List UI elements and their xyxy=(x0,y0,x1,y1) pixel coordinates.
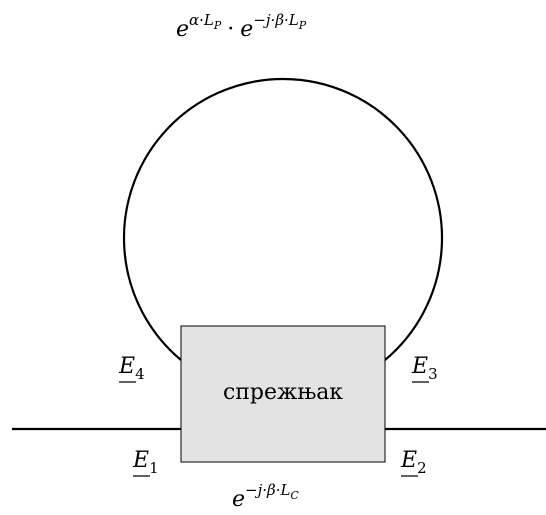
loop-label-dot: · xyxy=(227,17,234,42)
loop-label-exp2: −j·β·L xyxy=(253,11,298,29)
loop-label-sub2: P xyxy=(298,19,307,32)
port-e1-label: E1 xyxy=(132,448,159,477)
port-e4-letter: E xyxy=(118,354,135,379)
port-e2-letter: E xyxy=(400,448,417,473)
loop-arc xyxy=(122,77,444,361)
loop-label-sub1: P xyxy=(213,19,222,32)
svg-text:E4: E4 xyxy=(118,354,145,383)
svg-text:E2: E2 xyxy=(400,448,427,477)
port-e3-label: E3 xyxy=(411,354,438,383)
loop-label-e1: e xyxy=(176,17,189,42)
svg-text:E3: E3 xyxy=(411,354,438,383)
svg-text:E1: E1 xyxy=(132,448,159,477)
coupler-label: спрежњак xyxy=(223,380,343,405)
bottom-label-exp: −j·β·L xyxy=(245,481,290,499)
port-e4-label: E4 xyxy=(118,354,145,383)
bottom-label-e: e xyxy=(232,487,245,512)
port-e2-index: 2 xyxy=(417,459,427,477)
coupler-phase-label: e−j·β·LC xyxy=(232,481,299,512)
port-e3-letter: E xyxy=(411,354,428,379)
loop-label-exp1: α·L xyxy=(189,11,214,29)
loop-phase-label: eα·LP·e−j·β·LP xyxy=(176,11,307,42)
port-e1-index: 1 xyxy=(149,459,159,477)
port-e1-letter: E xyxy=(132,448,149,473)
port-e3-index: 3 xyxy=(428,365,438,383)
loop-label-e2: e xyxy=(240,17,253,42)
coupler-box xyxy=(180,325,386,463)
port-e4-index: 4 xyxy=(135,365,145,383)
bottom-label-sub: C xyxy=(290,489,299,502)
port-e2-label: E2 xyxy=(400,448,427,477)
